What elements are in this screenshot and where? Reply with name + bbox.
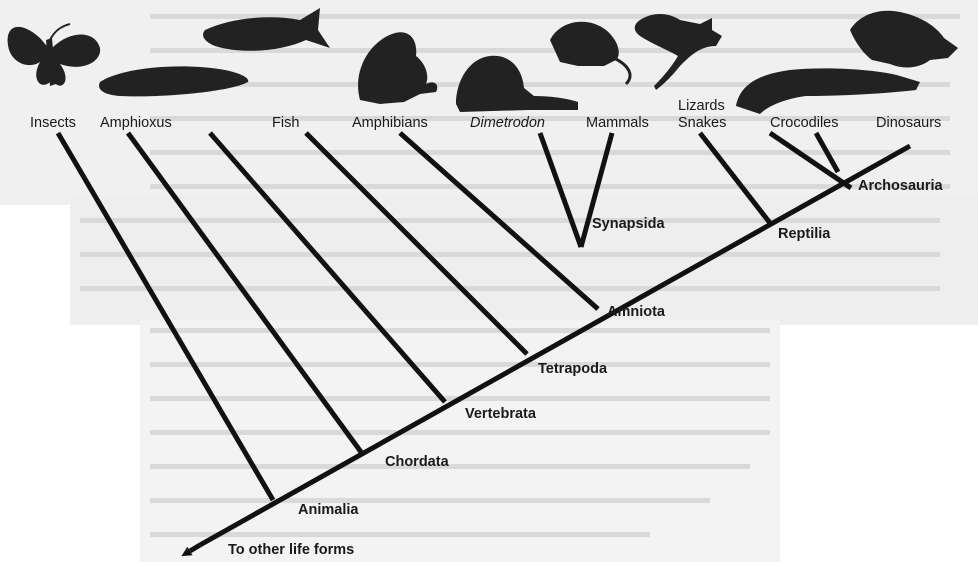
taxon-label-dimetrodon: Dimetrodon [470,115,545,131]
clade-label-archosauria: Archosauria [858,178,944,194]
clade-label-tetrapoda: Tetrapoda [538,361,608,377]
branch-dimetrodon [400,133,598,309]
branch-amphibians [306,133,527,354]
main-axis [200,146,910,545]
arrow-to-other-life [190,545,200,551]
clade-label-chordata: Chordata [385,454,450,470]
taxon-label-dinosaurs: Dinosaurs [876,115,941,131]
crocodile-silhouette [736,68,920,114]
taxon-label-snakes: Snakes [678,115,726,131]
dimetrodon-silhouette [456,56,578,112]
lizard-silhouette [635,14,722,90]
butterfly-silhouette [8,24,101,86]
triceratops-silhouette [850,11,958,68]
rodent-silhouette [550,22,630,84]
taxon-label-amphioxus: Amphioxus [100,115,172,131]
taxon-label-fish: Fish [272,115,299,131]
branch-lizards-snakes [700,133,770,223]
taxon-label-crocodiles: Crocodiles [770,115,839,131]
clade-label-amniota: Amniota [607,304,666,320]
branch-synapsida-stem [540,133,581,247]
taxon-label-insects: Insects [30,115,76,131]
arrow-label: To other life forms [228,542,354,558]
taxon-label-mammals: Mammals [586,115,649,131]
clade-label-synapsida: Synapsida [592,216,665,232]
branch-crocodiles [770,133,851,188]
fish-silhouette [203,8,330,51]
cladogram-lines [58,133,910,551]
frog-silhouette [358,32,437,104]
clade-label-reptilia: Reptilia [778,226,831,242]
clade-label-animalia: Animalia [298,502,359,518]
branch-amphioxus [128,133,361,452]
clade-label-vertebrata: Vertebrata [465,406,537,422]
taxon-label-lizards: Lizards [678,98,725,114]
amphioxus-silhouette [99,66,248,96]
taxon-label-amphibians: Amphibians [352,115,428,131]
branch-fish [210,133,445,402]
